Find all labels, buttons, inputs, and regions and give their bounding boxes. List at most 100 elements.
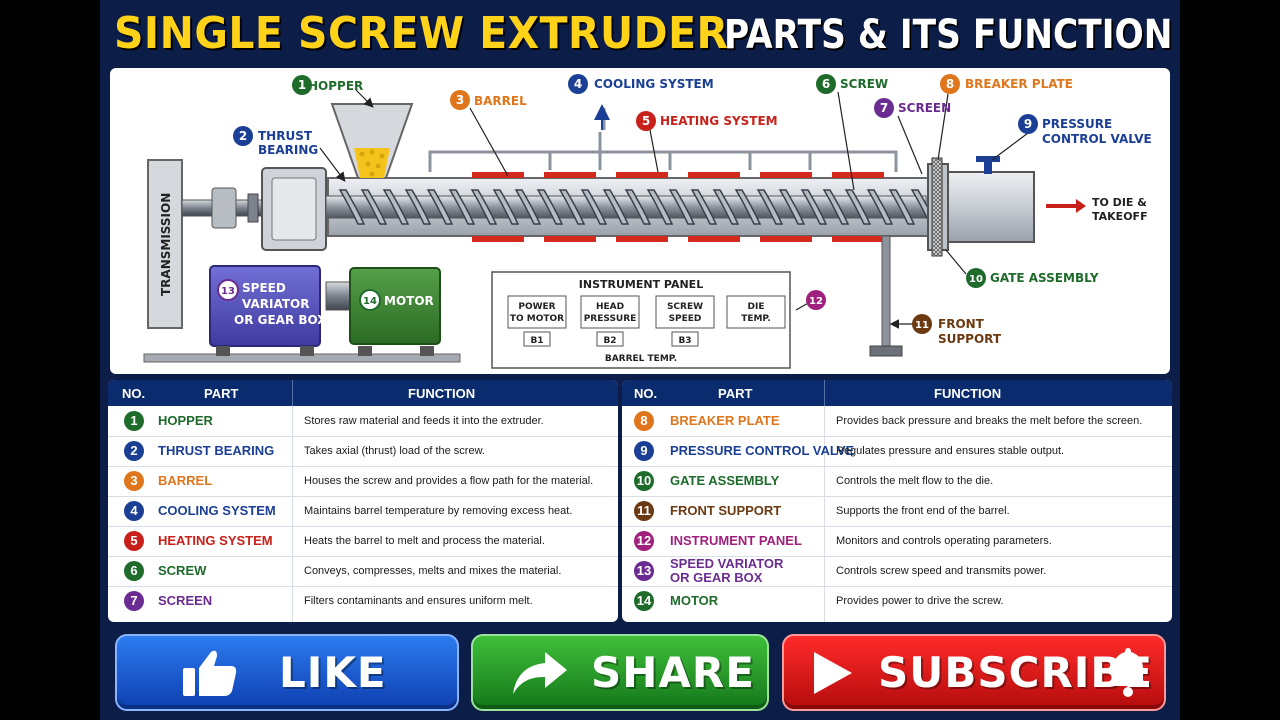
label-pcv-1: PRESSURE xyxy=(1042,117,1112,131)
parts-table-right: NO. PART FUNCTION 8 BREAKER PLATE Provides… xyxy=(622,380,1172,622)
row-part: GATE ASSEMBLY xyxy=(670,473,780,488)
share-arrow-icon xyxy=(513,652,567,694)
number-badge-label: 9 xyxy=(1024,117,1032,131)
barrel-zone-label: B1 xyxy=(530,336,543,346)
cooling-pipes xyxy=(428,108,898,172)
label-breaker: BREAKER PLATE xyxy=(965,77,1073,91)
screw-flight xyxy=(800,189,828,225)
row-number: 5 xyxy=(124,531,144,551)
row-part-line: OR GEAR BOX xyxy=(670,570,763,585)
label-thrust-2: BEARING xyxy=(258,143,318,157)
screw-flight xyxy=(514,189,542,225)
like-label: LIKE xyxy=(279,648,387,697)
row-part: HOPPER xyxy=(158,413,213,428)
barrel-zone-box xyxy=(596,331,624,347)
row-function: Controls the melt flow to the die. xyxy=(836,475,994,487)
row-part-line: SPEED VARIATOR xyxy=(670,556,784,571)
row-part: BREAKER PLATE xyxy=(670,413,780,428)
coupling xyxy=(211,187,237,229)
header-no: NO. xyxy=(122,386,146,401)
subscribe-button[interactable]: SUBSCRIBE xyxy=(782,634,1166,711)
screw-flight xyxy=(624,189,652,225)
label-speed-3: OR GEAR BOX xyxy=(234,313,327,327)
label-speed-1: SPEED xyxy=(242,281,286,295)
header-no: NO. xyxy=(634,386,658,401)
row-number: 12 xyxy=(634,531,654,551)
label-cooling: COOLING SYSTEM xyxy=(594,77,714,91)
barrel-zone-box xyxy=(671,331,699,347)
number-badge xyxy=(217,279,239,301)
row-part: FRONT SUPPORT xyxy=(670,503,782,518)
label-die-1: TO DIE & xyxy=(1092,196,1147,209)
number-badge xyxy=(966,268,986,288)
number-badge-label: 13 xyxy=(221,286,235,297)
screw-flight xyxy=(536,189,564,225)
instrument-box-label: SPEED xyxy=(669,314,702,324)
row-function: Filters contaminants and ensures uniform… xyxy=(304,595,533,607)
like-button[interactable]: LIKE xyxy=(115,634,459,711)
row-number: 14 xyxy=(634,591,654,611)
label-barrel: BARREL xyxy=(474,94,527,108)
screw-flight xyxy=(866,189,894,225)
screw-flight xyxy=(734,189,762,225)
screw-flights xyxy=(338,189,938,225)
row-number: 9 xyxy=(634,441,654,461)
row-function: Provides power to drive the screw. xyxy=(836,595,1004,607)
label-thrust-1: THRUST xyxy=(258,129,313,143)
instrument-box-label: DIE xyxy=(748,302,765,312)
bell-icon xyxy=(1108,648,1148,697)
screw-flight xyxy=(426,189,454,225)
instrument-box-label: POWER xyxy=(518,302,555,312)
screw-flight xyxy=(712,189,740,225)
row-function: Conveys, compresses, melts and mixes the… xyxy=(304,565,562,577)
screw-flight xyxy=(338,189,366,225)
number-badge-label: 4 xyxy=(574,77,582,91)
table-header: NO. PART FUNCTION xyxy=(108,380,618,406)
barrel-temp-label: BARREL TEMP. xyxy=(605,354,677,364)
barrel-zone-label: B3 xyxy=(678,336,691,346)
row-function: Controls screw speed and transmits power… xyxy=(836,565,1047,577)
number-badge-label: 3 xyxy=(456,93,464,107)
screw-flight xyxy=(668,189,696,225)
label-front-2: SUPPORT xyxy=(938,332,1002,346)
breaker-plate xyxy=(931,157,943,257)
instrument-box-label: HEAD xyxy=(596,302,624,312)
instrument-box-label: TO MOTOR xyxy=(510,314,564,324)
diagram-panel: TRANSMISSION xyxy=(110,68,1170,374)
screw-flight xyxy=(404,189,432,225)
screw-flight xyxy=(822,189,850,225)
row-function: Takes axial (thrust) load of the screw. xyxy=(304,445,485,457)
share-button[interactable]: SHARE xyxy=(471,634,769,711)
row-number: 8 xyxy=(634,411,654,431)
transmission-housing xyxy=(147,159,183,329)
screw-flight xyxy=(756,189,784,225)
row-part: BARREL xyxy=(158,473,213,488)
row-number: 4 xyxy=(124,501,144,521)
share-label: SHARE xyxy=(591,648,755,697)
instrument-panel-title: INSTRUMENT PANEL xyxy=(579,278,703,291)
number-badge xyxy=(636,111,656,131)
row-part: PRESSURE CONTROL VALVE xyxy=(670,443,855,458)
table-header: NO. PART FUNCTION xyxy=(622,380,1172,406)
row-function: Stores raw material and feeds it into th… xyxy=(304,415,544,427)
number-badge xyxy=(1018,114,1038,134)
label-pcv-2: CONTROL VALVE xyxy=(1042,132,1152,146)
screw-flight xyxy=(646,189,674,225)
instrument-box-label: TEMP. xyxy=(741,314,771,324)
number-badge xyxy=(940,74,960,94)
extruder-diagram: TRANSMISSION xyxy=(143,74,1152,369)
row-part: INSTRUMENT PANEL xyxy=(670,533,802,548)
header-function: FUNCTION xyxy=(408,386,476,401)
hopper-body xyxy=(330,103,414,179)
screw-flight xyxy=(844,189,872,225)
